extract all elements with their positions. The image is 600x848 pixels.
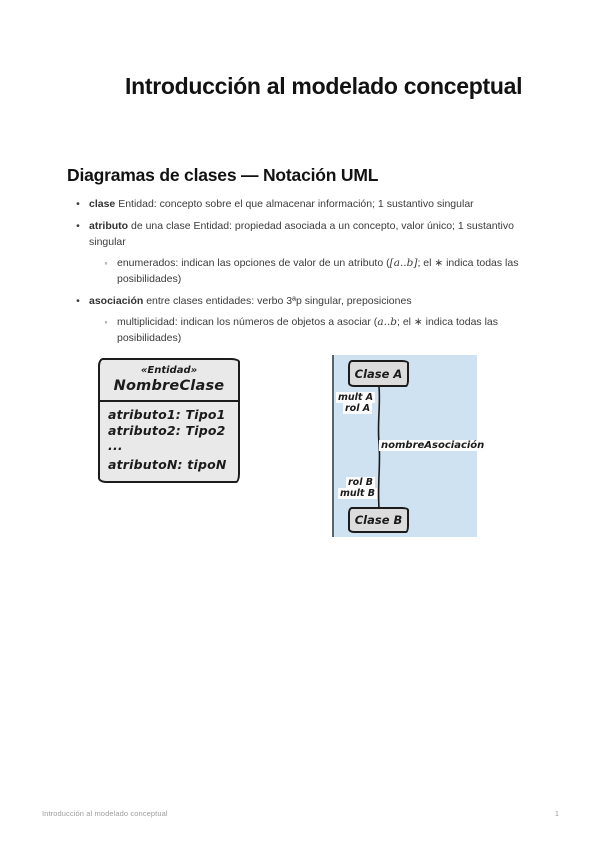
section-heading: Diagramas de clases — Notación UML [67,165,379,185]
bullet-icon: • [76,198,80,210]
class-stereotype: «Entidad» [140,365,198,376]
math-range: [a..b] [389,257,418,269]
class-a-box: Clase A [348,360,409,387]
sub-bullet-icon: ◦ [104,258,108,268]
list-item-clase: • clase Entidad: concepto sobre el que a… [67,196,541,212]
multiplicity-b-label: mult B [338,488,378,499]
text-multiplicidad-post: ; el ∗ indica todas las posibilidades) [117,316,499,344]
text-atributo: de una clase Entidad: propiedad asociada… [89,219,514,248]
class-attribute: atributoN: tipoN [108,456,227,472]
math-range: a..b [377,316,397,328]
role-b-label: rol B [346,477,376,488]
text-clase: Entidad: concepto sobre el que almacenar… [115,198,474,210]
list-item-multiplicidad: ◦ multiplicidad: indican los números de … [67,314,541,346]
text-enumerados-pre: enumerados: indican las opciones de valo… [117,257,390,269]
footer-page-number: 1 [554,809,559,818]
multiplicity-a-label: mult A [336,392,376,403]
sub-bullet-icon: ◦ [104,317,108,327]
class-attribute: atributo2: Tipo2 [108,422,226,438]
uml-class-box-diagram: «Entidad» NombreClase atributo1: Tipo1 a… [98,358,240,483]
term-atributo: atributo [89,219,129,232]
footer-document-title: Introducción al modelado conceptual [42,809,168,818]
list-item-text: clase Entidad: concepto sobre el que alm… [89,196,541,212]
list-item-text: asociación entre clases entidades: verbo… [89,293,541,309]
class-attribute: atributo1: Tipo1 [108,407,226,422]
bullet-icon: • [76,294,80,307]
class-attributes: atributo1: Tipo1 atributo2: Tipo2 ... at… [100,402,238,472]
bullet-list: • clase Entidad: concepto sobre el que a… [67,196,541,352]
text-asociacion: entre clases entidades: verbo 3ªp singul… [143,294,412,307]
term-asociacion: asociación [89,294,144,307]
class-b-box: Clase B [348,507,409,533]
association-name-label: nombreAsociación [379,440,487,451]
class-box-header: «Entidad» NombreClase [100,360,238,402]
list-item-enumerados: ◦ enumerados: indican las opciones de va… [67,255,541,287]
class-attribute-ellipsis: ... [108,438,123,453]
list-item-text: atributo de una clase Entidad: propiedad… [89,218,541,250]
uml-association-diagram: Clase A mult A rol A nombreAsociación ro… [332,355,487,537]
bullet-icon: • [76,219,80,232]
list-item-asociacion: • asociación entre clases entidades: ver… [67,293,541,309]
list-item-text: enumerados: indican las opciones de valo… [117,255,541,287]
text-multiplicidad-pre: multiplicidad: indican los números de ob… [117,316,378,328]
text-enumerados-post: ; el ∗ indica todas las posibilidades) [117,257,519,285]
page-title: Introducción al modelado conceptual [125,73,523,99]
class-name: NombreClase [113,378,225,394]
role-a-label: rol A [343,403,373,414]
list-item-text: multiplicidad: indican los números de ob… [117,314,541,346]
term-clase: clase [89,198,116,210]
list-item-atributo: • atributo de una clase Entidad: propied… [67,218,541,250]
